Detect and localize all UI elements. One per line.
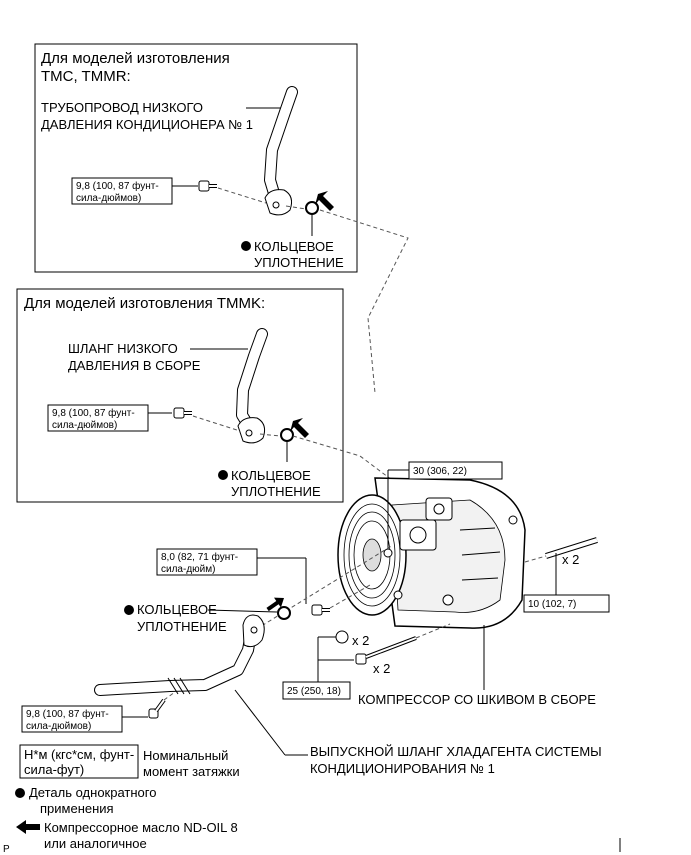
torque-25-box (282, 681, 351, 700)
tmmk-header: Для моделей изготовления TMMK: (24, 295, 265, 312)
tmc-low-pressure-pipe (264, 86, 298, 216)
discharge-hose (94, 614, 265, 696)
tmmk-low-pressure-hose (236, 328, 268, 444)
tmc-oring-line2: УПЛОТНЕНИЕ (254, 255, 344, 270)
legend-unit-desc-line2: момент затяжки (143, 764, 240, 779)
compressor-label: КОМПРЕССОР СО ШКИВОМ В СБОРЕ (358, 692, 596, 707)
legend-oil-line2: или аналогичное (44, 836, 147, 851)
torque-10-box (523, 594, 610, 613)
main-oring-line1: КОЛЬЦЕВОЕ (137, 602, 217, 617)
tmc-o-ring (305, 201, 319, 215)
tmmk-oring-line1: КОЛЬЦЕВОЕ (231, 468, 311, 483)
tmc-oring-line1: КОЛЬЦЕВОЕ (254, 239, 334, 254)
discharge-bolt (310, 603, 332, 617)
stud-x2: x 2 (562, 552, 579, 567)
main-oil-arrow-icon (266, 597, 284, 612)
tmmk-hose-label-line1: ШЛАНГ НИЗКОГО (68, 341, 178, 356)
discharge-line1: ВЫПУСКНОЙ ШЛАНГ ХЛАДАГЕНТА СИСТЕМЫ (310, 744, 602, 759)
legend-oil-line1: Компрессорное масло ND-OIL 8 (44, 820, 238, 835)
main-single-use-icon (124, 605, 134, 615)
torque-30-text: 30 (306, 22) (413, 466, 467, 477)
torque-98-line2: сила-дюймов) (26, 721, 91, 732)
nut-x2: x 2 (352, 633, 369, 648)
compressor-assembly (337, 477, 526, 629)
long-bolt (355, 636, 417, 665)
tmc-torque-line2: сила-дюймов) (76, 193, 141, 204)
tmmk-torque-box (47, 404, 149, 432)
torque-8-line2: сила-дюйм) (161, 564, 215, 575)
torque-98-line1: 9,8 (100, 87 фунт- (26, 708, 109, 720)
footer-code: P (3, 844, 10, 855)
tmc-section-box (34, 43, 358, 273)
tmc-single-use-icon (241, 241, 251, 251)
legend-unit-desc-line1: Номинальный (143, 748, 228, 763)
legend-unit-line2: сила-фут) (24, 762, 84, 777)
stud-bolt (545, 537, 598, 559)
legend-unit-box (19, 744, 139, 779)
main-oring-line2: УПЛОТНЕНИЕ (137, 619, 227, 634)
main-o-ring (277, 606, 291, 620)
tmmk-hose-label-line2: ДАВЛЕНИЯ В СБОРЕ (68, 358, 201, 373)
torque-8-line1: 8,0 (82, 71 фунт- (161, 551, 238, 563)
torque-25-text: 25 (250, 18) (287, 686, 341, 697)
torque-10-text: 10 (102, 7) (528, 599, 576, 610)
hose-clamp-bolt (148, 698, 166, 719)
legend-single-use-line2: применения (40, 801, 114, 816)
tmc-pipe-label-line1: ТРУБОПРОВОД НИЗКОГО (41, 100, 203, 115)
tmmk-torque-line2: сила-дюймов) (52, 420, 117, 431)
tmc-header-line1: Для моделей изготовления (41, 50, 230, 67)
legend-unit-line1: Н*м (кгс*см, фунт- (24, 747, 134, 762)
tmc-pipe-label-line2: ДАВЛЕНИЯ КОНДИЦИОНЕРА № 1 (41, 117, 253, 132)
tmc-header-line2: TMC, TMMR: (41, 68, 131, 85)
legend-single-use-line1: Деталь однократного (29, 785, 156, 800)
torque-8-box (156, 548, 258, 576)
torque-98-box (21, 705, 123, 733)
bolt-30 (383, 548, 393, 558)
tmmk-torque-line1: 9,8 (100, 87 фунт- (52, 407, 135, 419)
tmc-torque-line1: 9,8 (100, 87 фунт- (76, 180, 159, 192)
tmmk-oring-line2: УПЛОТНЕНИЕ (231, 484, 321, 499)
bolt-x2: x 2 (373, 661, 390, 676)
tmmk-o-ring (280, 428, 294, 442)
nut (335, 630, 349, 644)
legend-single-use-icon (15, 788, 25, 798)
tmmk-single-use-icon (218, 470, 228, 480)
legend-oil-arrow-icon (16, 820, 40, 834)
tmmk-section-box (16, 288, 344, 503)
tmc-torque-box (71, 177, 173, 205)
discharge-line2: КОНДИЦИОНИРОВАНИЯ № 1 (310, 761, 495, 776)
